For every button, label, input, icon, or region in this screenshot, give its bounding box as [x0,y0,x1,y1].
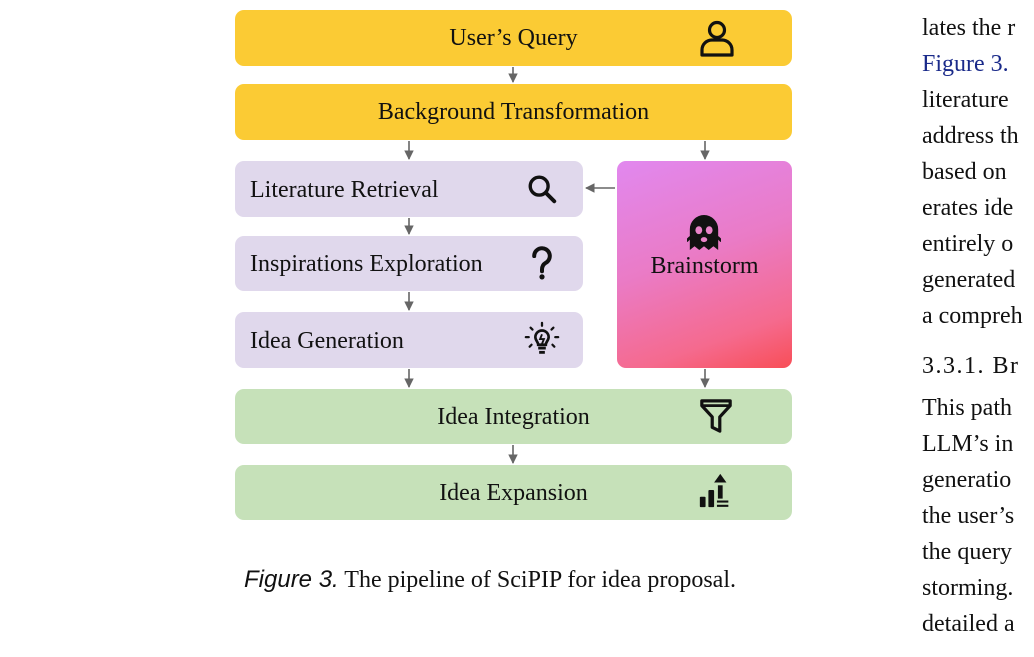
text-line: lates the r [922,15,1016,41]
figure-reference-line: Figure 3. [922,46,1034,82]
section-heading: 3.3.1. Br [922,353,1020,379]
text-line: LLM’s in [922,431,1014,457]
brainstorm-node: Brainstorm [617,161,792,368]
text-line: a compreh [922,303,1023,329]
filter-icon [700,399,732,433]
text-line: storming. [922,575,1014,601]
lightbulb-icon [524,321,560,354]
text-line: This path [922,395,1012,421]
figure-label: Figure 3. [244,566,339,593]
figure-caption: Figure 3. The pipeline of SciPIP for ide… [244,566,736,594]
idea-integration-node: Idea Integration [235,389,792,444]
ghost-icon [687,215,721,250]
question-icon [532,246,552,280]
text-line: the user’s [922,503,1015,529]
text-line: the query [922,539,1012,565]
idea-expansion-label: Idea Expansion [439,480,588,506]
figure-reference-link[interactable]: Figure 3. [922,51,1009,77]
search-icon [528,175,557,204]
idea-generation-node: Idea Generation [235,312,583,368]
text-line: detailed a [922,611,1015,637]
text-line: generatio [922,467,1012,493]
figure-caption-text: The pipeline of SciPIP for idea proposal… [344,567,736,593]
text-line: erates ide [922,195,1014,221]
inspirations-exploration-label: Inspirations Exploration [250,251,483,277]
idea-integration-label: Idea Integration [437,404,590,430]
users-query-node: User’s Query [235,10,792,66]
text-line: generated [922,267,1016,293]
literature-retrieval-label: Literature Retrieval [250,177,439,203]
text-line: entirely o [922,231,1014,257]
background-transformation-node: Background Transformation [235,84,792,140]
text-line: literature [922,87,1009,113]
user-icon [700,20,734,57]
growth-chart-icon [699,473,729,508]
idea-generation-label: Idea Generation [250,328,404,354]
text-line: based on [922,159,1007,185]
brainstorm-label: Brainstorm [650,253,759,279]
idea-expansion-node: Idea Expansion [235,465,792,520]
users-query-label: User’s Query [449,25,578,51]
background-transformation-label: Background Transformation [377,99,650,125]
inspirations-exploration-node: Inspirations Exploration [235,236,583,291]
text-line: address th [922,123,1019,149]
body-text-column: lates the r Figure 3. literature address… [922,10,1034,642]
literature-retrieval-node: Literature Retrieval [235,161,583,217]
